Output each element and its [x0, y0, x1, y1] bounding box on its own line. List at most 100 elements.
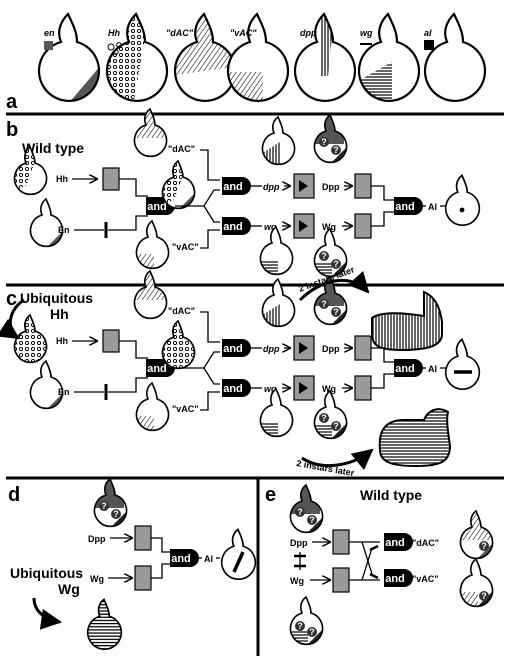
key-hh-dot-2	[116, 42, 122, 48]
e-disc-wg	[289, 596, 324, 646]
d-disc-al-bg	[221, 529, 256, 580]
c-disc-al	[444, 338, 481, 391]
c-ubiquitous-arrow	[0, 298, 25, 340]
c-disc-al-bg	[445, 339, 480, 390]
c-en-label: En	[58, 387, 70, 397]
panel-c: c Ubiquitous Hh HhEnand"dAC""vAC"andandd…	[0, 264, 481, 478]
c-q-1: ?	[321, 299, 327, 309]
b-dpp-triangle	[299, 180, 308, 192]
d-gate-al-body	[170, 549, 199, 567]
c-q-3: ?	[321, 413, 327, 423]
c-to-dpp-gate	[175, 351, 220, 369]
d-wg-to-and	[151, 563, 170, 579]
e-dpp-cross	[361, 541, 373, 575]
c-en-to-and	[108, 377, 148, 393]
b-Wg-label: Wg	[322, 222, 336, 232]
b-disc-al-bg	[445, 175, 480, 226]
e-gate-vac-body	[384, 569, 413, 587]
b-gate-al: and	[394, 197, 423, 215]
b-gate-al-label: and	[395, 201, 415, 213]
panel-d-title-1: Ubiquitous	[10, 565, 83, 581]
disc-label-3: "vAC"	[230, 28, 257, 38]
b-q-2-bubble	[331, 145, 341, 155]
b-q-2: ?	[333, 145, 339, 155]
c-dac-label: "dAC"	[168, 306, 195, 316]
panel-c-title-2: Hh	[50, 306, 69, 322]
b-dpp-to-al	[371, 185, 394, 201]
panel-b-title: Wild type	[22, 140, 84, 156]
disc-al-bg	[425, 14, 485, 101]
b-wg-triangle	[299, 220, 308, 232]
panel-c-label: c	[6, 288, 17, 310]
key-hh-dot-1	[107, 43, 115, 51]
e-disc-vac	[459, 558, 494, 608]
b-q-4-bubble	[331, 259, 341, 269]
disc-dac	[173, 12, 237, 103]
b-to-wg-gate	[203, 205, 220, 223]
d-gate-al: and	[170, 549, 199, 567]
b-receptor-dpp	[354, 173, 372, 199]
b-disc-dpp-expr	[261, 116, 296, 166]
b-receptor-wg	[354, 213, 372, 239]
e-dac-label: "dAC"	[412, 538, 439, 548]
key-al-square	[424, 40, 434, 50]
c-vac-label: "vAC"	[172, 404, 199, 414]
c-later-arrow-top	[298, 270, 370, 302]
c-gate-main-label: and	[147, 363, 167, 375]
e-q-1-bubble	[295, 507, 305, 517]
e-gate-dac-label: and	[385, 537, 405, 549]
c-later-arrow-bottom	[301, 448, 374, 471]
b-vac-label: "vAC"	[172, 242, 199, 252]
e-inhib-2	[369, 572, 379, 580]
key-en-square	[44, 41, 53, 50]
c-q-4-bubble	[331, 421, 341, 431]
c-dpp-label: dpp	[263, 344, 280, 354]
e-gate-dac-body	[384, 533, 413, 551]
c-receptor-dpp	[354, 335, 372, 361]
b-gate-wg: and	[222, 217, 251, 235]
panel-b-label: b	[6, 119, 18, 141]
c-wg-label: wg	[264, 384, 277, 394]
b-q-3: ?	[321, 251, 327, 261]
d-q-1-bubble	[99, 501, 109, 511]
c-expanded-dpp	[371, 290, 443, 352]
disc-wg	[357, 12, 421, 103]
b-dac-line	[200, 149, 220, 181]
c-disc-wg-expr	[259, 388, 294, 438]
e-q-1: ?	[297, 507, 303, 517]
disc-label-0: en	[44, 28, 55, 38]
panel-a-label: a	[6, 91, 18, 113]
e-gate-dac: and	[384, 533, 413, 551]
c-al-label: Al	[428, 364, 437, 374]
b-disc-vac	[135, 220, 170, 270]
b-gate-dpp-label: and	[223, 181, 243, 193]
b-wg-label: wg	[264, 222, 277, 232]
disc-label-5: wg	[360, 28, 373, 38]
c-gate-al: and	[394, 359, 423, 377]
disc-label-2: "dAC"	[166, 28, 194, 38]
b-q-3-bubble	[319, 251, 329, 261]
d-disc-wg	[86, 598, 123, 651]
d-q-1: ?	[101, 501, 107, 511]
b-vac-line	[200, 229, 220, 249]
e-disc-dpp-region-0	[290, 486, 320, 514]
panel-d-title-2: Wg	[58, 581, 80, 597]
panel-e-label: e	[265, 484, 276, 506]
d-Dpp-label: Dpp	[88, 534, 106, 544]
b-al-label: Al	[428, 202, 437, 212]
b-gate-al-body	[394, 197, 423, 215]
c-disc-wg-read	[313, 390, 348, 440]
c-dpp-triangle	[299, 342, 308, 354]
c-hh-to-and	[119, 340, 148, 359]
disc-hh	[105, 12, 169, 103]
c-later-label-bottom: 2 instars later	[296, 458, 356, 478]
b-al-dot	[459, 207, 465, 213]
c-disc-vac	[135, 382, 170, 432]
b-receptor-hh	[102, 167, 120, 191]
c-to-wg-gate	[203, 367, 220, 385]
c-vac-line	[200, 391, 220, 411]
key-hh-dot-3	[113, 49, 119, 55]
